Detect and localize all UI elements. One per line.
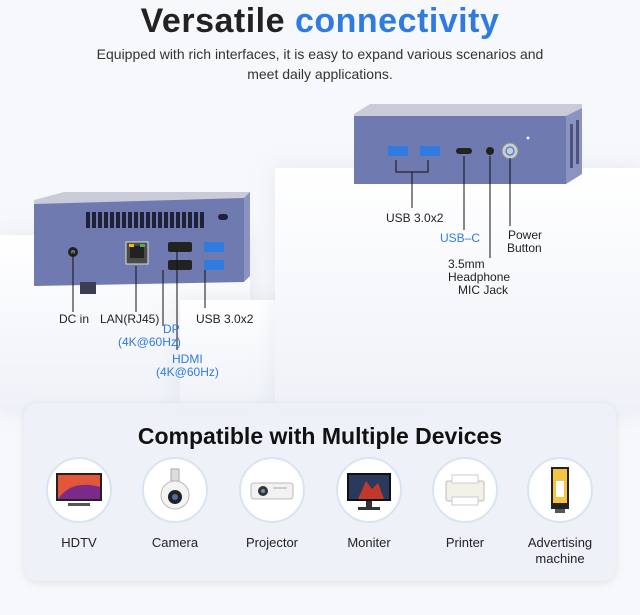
hdmi-spec-label: (4K@60Hz) xyxy=(156,365,219,379)
dp-spec-label: (4K@60Hz) xyxy=(118,335,181,349)
power-button-line-1: Power xyxy=(508,228,543,242)
page-subtitle: Equipped with rich interfaces, it is eas… xyxy=(96,46,544,82)
device-item-camera: Camera xyxy=(130,457,220,551)
lan-label: LAN(RJ45) xyxy=(100,312,160,326)
device-item-monitor: Moniter xyxy=(324,457,414,551)
projector-icon xyxy=(239,457,305,523)
usb-front-label: USB 3.0x2 xyxy=(196,312,254,326)
printer-icon xyxy=(432,457,498,523)
monitor-icon xyxy=(336,457,402,523)
audio-jack-line-1: 3.5mm xyxy=(448,257,485,271)
rear-leader-lines xyxy=(395,156,511,258)
device-item-printer: Printer xyxy=(420,457,510,551)
mini-pc-front xyxy=(34,192,250,294)
front-leader-lines xyxy=(72,250,206,350)
dp-label: DP xyxy=(163,322,180,336)
hdmi-label: HDMI xyxy=(172,352,203,366)
usb-c-label: USB–C xyxy=(440,231,481,245)
tv-icon xyxy=(46,457,112,523)
device-label: Projector xyxy=(245,535,299,550)
usb-rear-label: USB 3.0x2 xyxy=(386,211,444,225)
kiosk-icon xyxy=(527,457,593,523)
power-button-line-2: Button xyxy=(507,241,542,255)
device-label: Moniter xyxy=(347,535,391,550)
audio-jack-line-3: MIC Jack xyxy=(458,283,509,297)
device-label: Camera xyxy=(151,535,199,550)
backdrop-block-right xyxy=(275,168,640,413)
panel-title: Compatible with Multiple Devices xyxy=(137,423,503,449)
device-label: HDTV xyxy=(61,535,97,550)
dc-in-label: DC in xyxy=(59,312,90,326)
device-label: Advertising machine xyxy=(527,535,593,566)
device-item-projector: Projector xyxy=(227,457,317,551)
title-part-2: connectivity xyxy=(294,2,500,40)
compatible-devices-panel: Compatible with Multiple Devices HDTV Ca… xyxy=(24,403,616,581)
device-label: Printer xyxy=(445,535,485,550)
audio-jack-line-2: Headphone xyxy=(448,270,511,284)
device-item-advertising-machine: Advertising machine xyxy=(515,457,605,567)
page-title: Versatile connectivity xyxy=(0,2,640,41)
device-item-hdtv: HDTV xyxy=(34,457,124,551)
mini-pc-rear xyxy=(354,104,582,184)
title-part-1: Versatile xyxy=(140,2,286,40)
security-camera-icon xyxy=(142,457,208,523)
